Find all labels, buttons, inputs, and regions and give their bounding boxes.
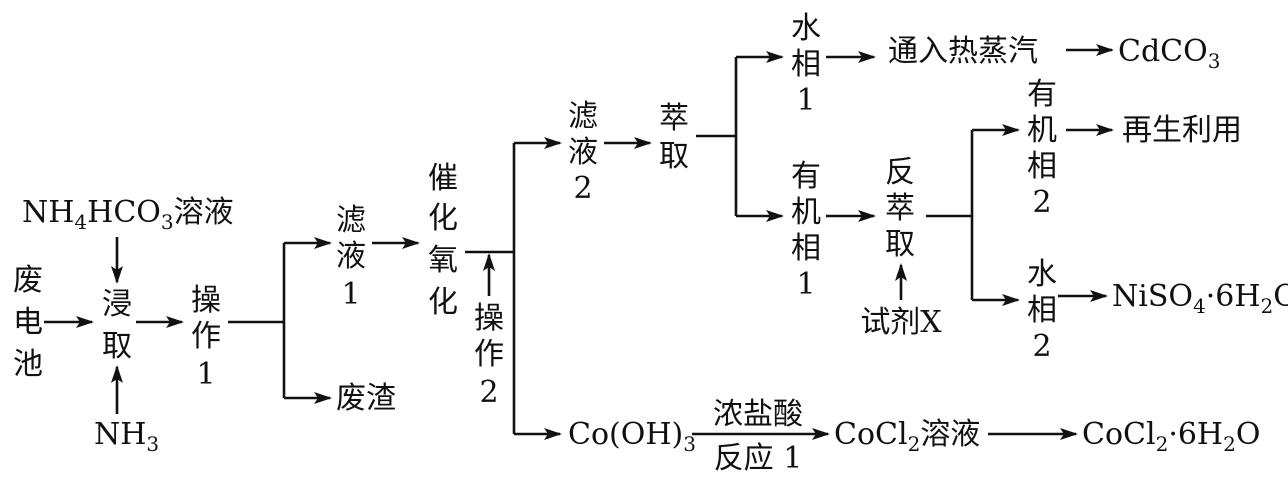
op1-char: 1 <box>196 357 215 392</box>
waste-battery-char: 池 <box>13 347 43 382</box>
op1-char: 作 <box>191 319 221 354</box>
waste-battery-char: 废 <box>13 263 43 298</box>
filtrate1-label: 滤 液 1 <box>336 203 366 312</box>
op2-char: 操 <box>474 301 504 336</box>
extraction-char: 萃 <box>659 101 689 136</box>
filtrate2-char: 2 <box>573 171 592 206</box>
organic1-char: 有 <box>791 159 821 194</box>
organic-phase1-label: 有 机 相 1 <box>791 159 821 302</box>
organic2-char: 2 <box>1032 185 1051 220</box>
operation2-label: 操 作 2 <box>474 301 504 410</box>
leach-char: 浸 <box>102 287 132 322</box>
filtrate1-char: 液 <box>336 239 366 274</box>
organic2-char: 相 <box>1027 149 1057 184</box>
recycle-label: 再生利用 <box>1122 113 1242 148</box>
hot-steam-label: 通入热蒸汽 <box>888 34 1038 69</box>
back-extraction-char: 萃 <box>885 191 915 226</box>
organic2-char: 机 <box>1027 113 1057 148</box>
filtrate1-char: 1 <box>341 277 360 312</box>
op1-char: 操 <box>191 283 221 318</box>
aqueous-phase1-label: 水 相 1 <box>791 11 821 118</box>
back-extraction-char: 取 <box>885 227 915 262</box>
back-extraction-label: 反 萃 取 <box>885 155 915 262</box>
organic-phase2-label: 有 机 相 2 <box>1027 77 1057 220</box>
filtrate2-label: 滤 液 2 <box>568 99 598 206</box>
filtrate1-char: 滤 <box>336 203 366 238</box>
leach-label: 浸 取 <box>102 287 132 364</box>
cocl2-solution-label: CoCl2溶液 <box>834 417 980 456</box>
aqueous1-char: 相 <box>791 47 821 82</box>
conc-hcl-label: 浓盐酸 <box>713 397 803 432</box>
reaction1-label: 反应 1 <box>714 441 803 476</box>
catalytic-oxidation-label: 催 化 氧 化 <box>428 161 458 320</box>
filtrate2-char: 液 <box>568 135 598 170</box>
reagent-x-label: 试剂X <box>860 305 942 340</box>
organic1-char: 机 <box>791 195 821 230</box>
waste-battery-label: 废 电 池 <box>13 263 43 382</box>
connectors <box>44 44 1114 440</box>
extraction-char: 取 <box>659 139 689 174</box>
filtrate2-char: 滤 <box>568 99 598 134</box>
op2-char: 2 <box>479 375 498 410</box>
aqueous2-char: 2 <box>1032 329 1051 364</box>
aqueous2-char: 相 <box>1027 293 1057 328</box>
cooh3-label: Co(OH)3 <box>568 417 696 456</box>
op2-char: 作 <box>474 337 504 372</box>
nh4hco3-solution-label: NH4HCO3溶液 <box>22 195 234 234</box>
waste-residue-label: 废渣 <box>336 381 396 416</box>
nh3-label: NH3 <box>94 417 159 456</box>
back-extraction-char: 反 <box>885 155 915 190</box>
operation1-label: 操 作 1 <box>191 283 221 392</box>
extraction-label: 萃 取 <box>659 101 689 174</box>
organic2-char: 有 <box>1027 77 1057 112</box>
aqueous1-char: 水 <box>791 11 821 46</box>
organic1-char: 相 <box>791 231 821 266</box>
aqueous1-char: 1 <box>796 83 815 118</box>
aqueous2-char: 水 <box>1027 257 1057 292</box>
aqueous-phase2-label: 水 相 2 <box>1027 257 1057 364</box>
leach-char: 取 <box>102 329 132 364</box>
oxidation-char: 氧 <box>428 243 458 278</box>
oxidation-char: 催 <box>428 161 458 196</box>
waste-battery-char: 电 <box>13 305 43 340</box>
oxidation-char: 化 <box>428 201 458 236</box>
organic1-char: 1 <box>796 267 815 302</box>
niso4-hydrate-label: NiSO4·6H2O <box>1112 279 1288 318</box>
cdco3-label: CdCO3 <box>1118 34 1220 73</box>
cocl2-hydrate-label: CoCl2·6H2O <box>1082 417 1260 456</box>
oxidation-char: 化 <box>428 285 458 320</box>
